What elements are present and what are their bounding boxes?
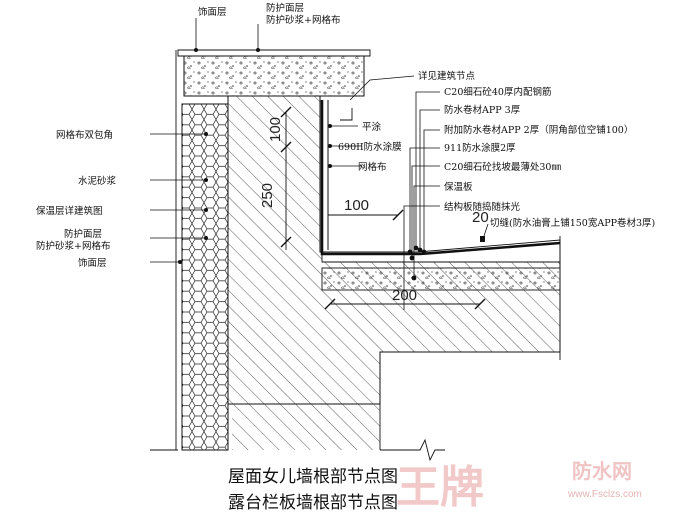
label-slope-concrete: C20细石砼找坡最薄处30㎜	[444, 161, 561, 173]
label-cut-joint: 切缝(防水油膏上铺150宽APP卷材3厚)	[490, 217, 655, 229]
label-see-node: 详见建筑节点	[418, 70, 476, 82]
leader-dots	[178, 48, 427, 281]
caption-line-2: 露台栏板墙根部节点图	[228, 493, 398, 513]
insulation-layer	[181, 103, 229, 451]
dim-100-vertical: 100	[267, 117, 284, 142]
label-c20-rebar: C20细石砼40厚内配钢筋	[444, 86, 551, 98]
dim-200: 200	[392, 287, 417, 304]
dim-tick-horizontal	[392, 209, 404, 221]
structure	[150, 49, 561, 462]
label-plaster: 平涂	[362, 121, 382, 133]
label-left-protective: 防护面层	[64, 228, 102, 240]
dim-ticks-vertical	[280, 106, 292, 248]
insulation-board-layer	[321, 267, 561, 291]
coping-finish-layer	[177, 49, 371, 57]
caption: 屋面女儿墙根部节点图 露台栏板墙根部节点图	[228, 467, 398, 513]
labels-left: 网格布双包角 水泥砂浆 保温层详建筑图 防护面层 防护砂浆+网格布 饰面层	[36, 129, 117, 269]
dim-250: 250	[259, 183, 276, 208]
label-insulation-board: 保温板	[444, 181, 473, 193]
waterproof-membrane	[320, 100, 561, 256]
label-structural-slab: 结构板随捣随抹光	[444, 201, 521, 213]
watermark-brand: 王牌	[396, 462, 484, 513]
watermark-url: www.Fsclzs.com	[567, 489, 642, 500]
cut-joint-marker	[480, 236, 485, 242]
lower-slab-hatch	[232, 404, 380, 450]
drip-detail	[340, 108, 353, 121]
label-mesh: 网格布	[358, 161, 387, 173]
label-coating-690: 690II防水涂膜	[338, 141, 402, 153]
labels-inner: 详见建筑节点 平涂 690II防水涂膜 网格布	[338, 70, 476, 173]
dim-ticks-200	[324, 298, 486, 310]
watermark-site-name: 防水网	[572, 459, 632, 483]
label-membrane-app3: 防水卷材APP 3厚	[444, 104, 521, 116]
label-coating-911: 911防水涂膜2厚	[444, 142, 516, 154]
labels-top: 饰面层 防护面层 防护砂浆+网格布	[198, 2, 340, 26]
watermark: 王牌 防水网 www.Fsclzs.com	[396, 459, 642, 513]
label-top-finish: 饰面层	[198, 6, 227, 18]
dimensions: 250 100 100 200 20	[259, 106, 489, 310]
labels-right: C20细石砼40厚内配钢筋 防水卷材APP 3厚 附加防水卷材APP 2厚（阴角…	[444, 86, 655, 229]
label-top-protective: 防护面层	[266, 2, 304, 14]
label-mesh-wrap: 网格布双包角	[56, 129, 113, 141]
label-extra-membrane: 附加防水卷材APP 2厚（阴角部位空铺100）	[444, 124, 633, 136]
label-left-mortar-mesh: 防护砂浆+网格布	[36, 240, 110, 252]
dim-20: 20	[472, 209, 489, 226]
break-line-bottom	[380, 438, 445, 462]
label-top-mortar-mesh: 防护砂浆+网格布	[266, 14, 340, 26]
label-left-finish: 饰面层	[78, 257, 107, 269]
label-insulation-drawing: 保温层详建筑图	[36, 205, 103, 217]
label-cement-mortar: 水泥砂浆	[78, 175, 117, 187]
slope-concrete-layer	[321, 239, 561, 263]
dim-100-horizontal: 100	[344, 197, 369, 214]
caption-line-1: 屋面女儿墙根部节点图	[228, 467, 398, 487]
coping-cap	[183, 55, 365, 97]
